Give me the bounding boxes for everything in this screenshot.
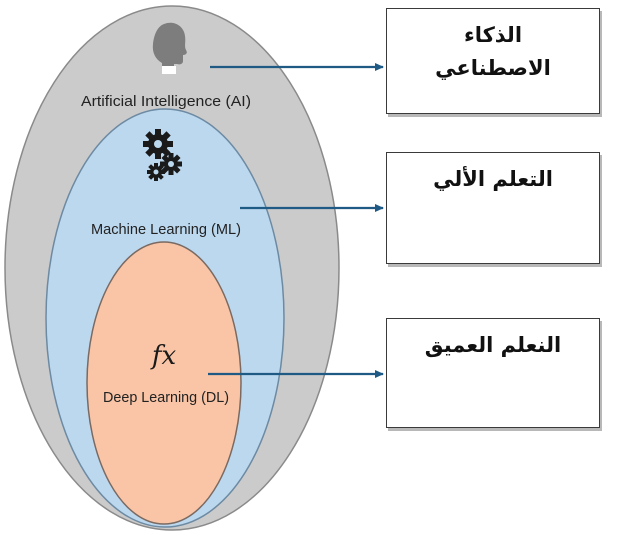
head-silhouette-icon [152,22,187,74]
ai-callout-line2: الاصطناعي [435,55,551,80]
ai-callout-line1: الذكاء [463,23,523,47]
dl-callout-box: النعلم العميق [386,318,600,428]
dl-label: Deep Learning (DL) [103,389,229,406]
ai-label: Artificial Intelligence (AI) [81,93,251,110]
ai-callout-box: الذكاء الاصطناعي [386,8,600,114]
ml-callout-box: التعلم الألي [386,152,600,264]
ml-label: Machine Learning (ML) [91,221,241,238]
dl-callout-line1: النعلم العميق [424,333,562,357]
dl-ellipse [86,241,242,525]
function-fx-icon: fx [150,341,177,371]
ml-callout-line1: التعلم الألي [433,167,553,191]
